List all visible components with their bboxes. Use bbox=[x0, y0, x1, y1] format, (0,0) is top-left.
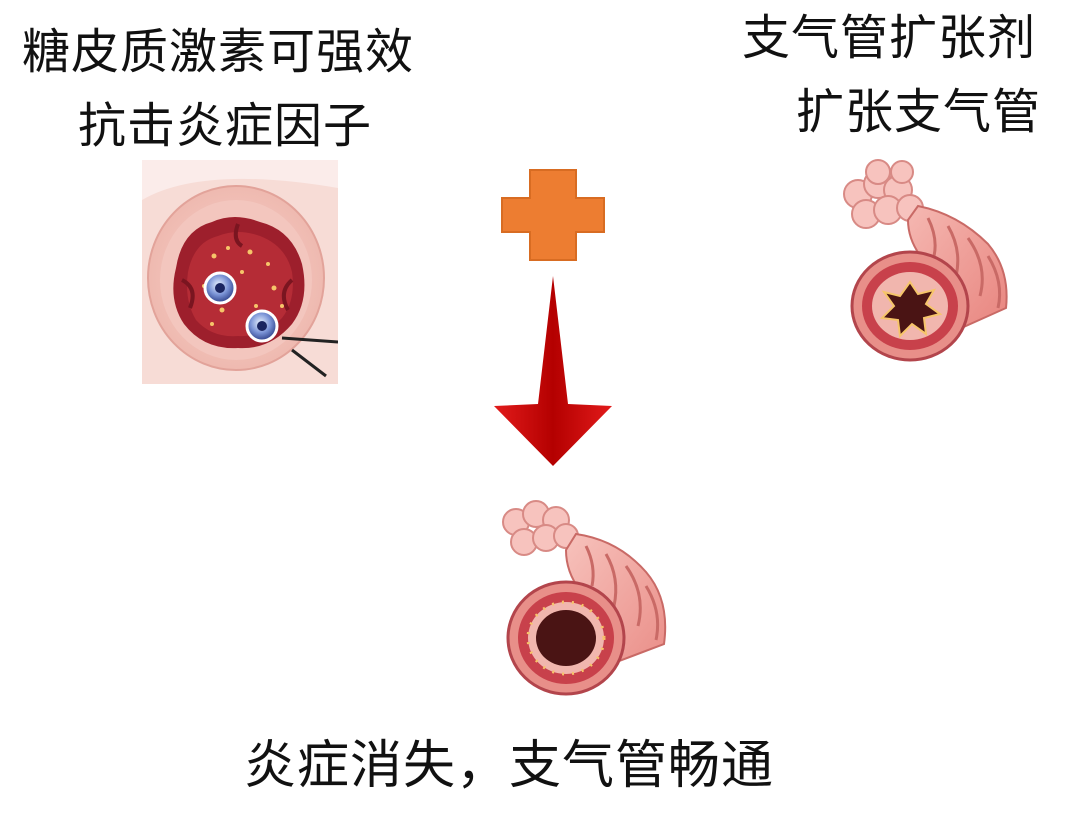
bottom-caption: 炎症消失，支气管畅通 bbox=[244, 736, 775, 796]
inflamed-airway-illustration bbox=[142, 160, 338, 384]
plus-icon bbox=[501, 169, 605, 261]
left-caption-line2: 抗击炎症因子 bbox=[78, 98, 373, 154]
clear-airway-illustration bbox=[502, 500, 667, 696]
down-arrow-icon bbox=[494, 276, 612, 466]
right-caption-line1: 支气管扩张剂 bbox=[742, 10, 1037, 66]
right-caption-line2: 扩张支气管 bbox=[796, 84, 1042, 140]
left-caption-line1: 糖皮质激素可强效 bbox=[22, 24, 415, 80]
constricted-airway-illustration bbox=[843, 159, 1008, 362]
